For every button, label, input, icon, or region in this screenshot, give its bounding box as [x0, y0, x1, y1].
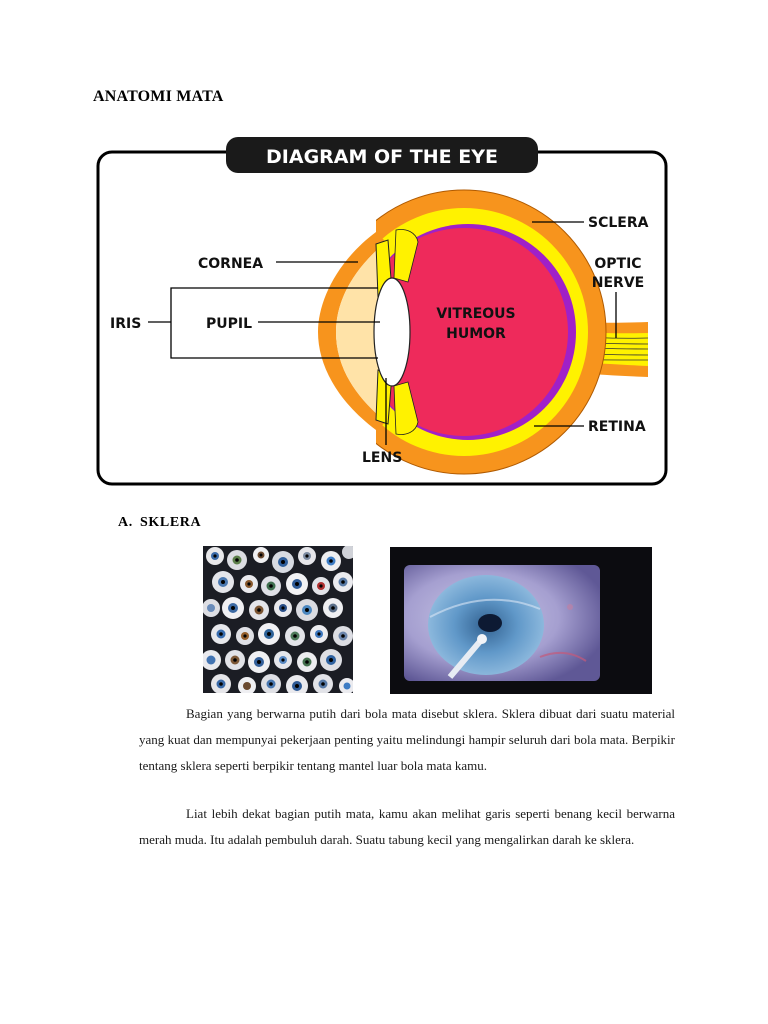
vitreous-humor: [360, 228, 568, 436]
iris-bracket: [170, 287, 378, 359]
label-pupil: PUPIL: [206, 316, 252, 332]
diagram-title: DIAGRAM OF THE EYE: [266, 146, 498, 168]
label-retina: RETINA: [588, 419, 646, 435]
diagram-title-banner: [226, 137, 538, 173]
section-title: SKLERA: [140, 515, 202, 530]
label-optic-2: NERVE: [592, 275, 644, 291]
paragraph-1-text: Bagian yang berwarna putih dari bola mat…: [139, 706, 675, 773]
cornea: [318, 232, 386, 430]
document-title: ANATOMI MATA: [93, 88, 224, 105]
label-vitreous-1: VITREOUS: [436, 306, 515, 322]
label-lens: LENS: [362, 450, 402, 466]
label-vitreous-2: HUMOR: [446, 326, 506, 342]
photo-eye-closeup: [390, 547, 652, 694]
label-optic-1: OPTIC: [594, 256, 641, 272]
section-heading-sklera: A. SKLERA: [118, 515, 201, 531]
paragraph-1: Bagian yang berwarna putih dari bola mat…: [139, 701, 675, 779]
label-iris: IRIS: [110, 316, 141, 332]
section-number: A.: [118, 515, 133, 530]
eye-diagram: DIAGRAM OF THE EYE CORNEA IRIS PUP: [96, 137, 668, 486]
lens: [373, 277, 411, 387]
label-sclera: SCLERA: [588, 215, 649, 231]
paragraph-2-text: Liat lebih dekat bagian putih mata, kamu…: [139, 806, 675, 847]
photo-glass-eyeballs: [203, 546, 353, 693]
label-cornea: CORNEA: [198, 256, 263, 272]
paragraph-2: Liat lebih dekat bagian putih mata, kamu…: [139, 801, 675, 853]
